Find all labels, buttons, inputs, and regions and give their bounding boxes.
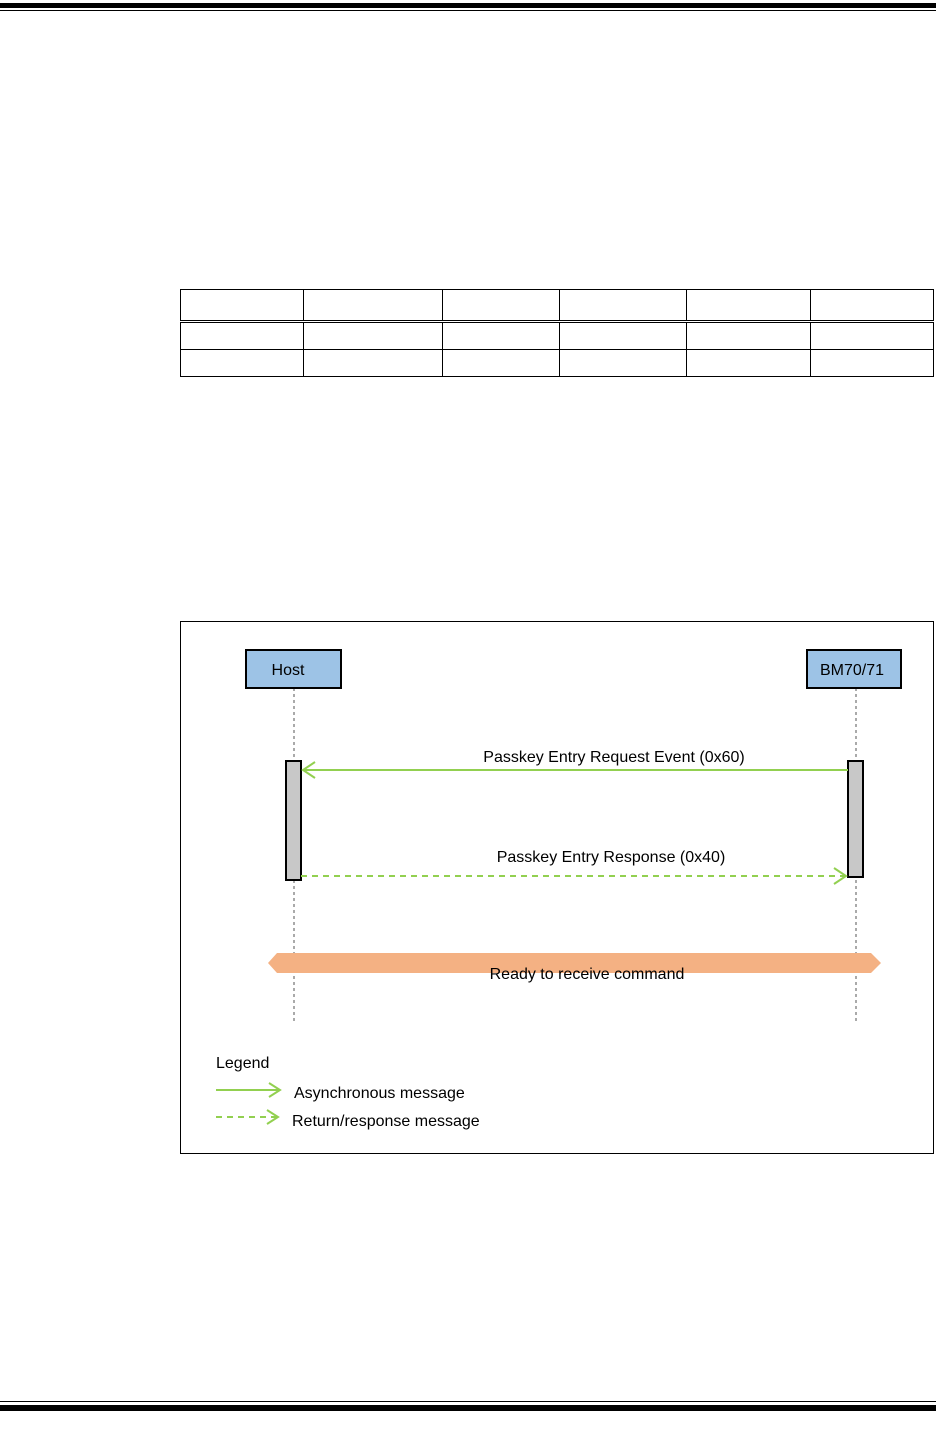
table-cell: [559, 321, 687, 350]
table-cell: [180, 289, 304, 323]
table-cell: [442, 321, 560, 350]
sequence-diagram-canvas: Host BM70/71 Passkey Entry Request Event…: [216, 649, 902, 1130]
legend-item-return: Return/response message: [216, 1109, 480, 1130]
arrow-head-icon: [266, 1109, 280, 1125]
table-cell: [686, 289, 811, 323]
table-cell: [180, 321, 304, 350]
participant-box: [806, 649, 902, 689]
table-cell: [810, 349, 934, 377]
table-cell: [686, 349, 811, 377]
table-cell: [559, 289, 687, 323]
participant-label: BM70/71: [820, 662, 884, 679]
table-cell: [303, 321, 443, 350]
arrow-head-icon: [833, 867, 848, 885]
participant-host: Host: [245, 649, 342, 689]
message-label: Passkey Entry Response (0x40): [497, 849, 726, 866]
table-cell: [442, 289, 560, 323]
footer-rule-thick: [0, 1405, 936, 1411]
table-row: [180, 349, 934, 377]
footer-rule-thin: [0, 1401, 936, 1402]
arrow-head-icon: [268, 1082, 282, 1098]
arrow-head-icon: [301, 761, 316, 779]
header-rule-thin: [0, 10, 936, 11]
state-banner: Ready to receive command: [268, 953, 881, 983]
bm70-activation-bar: [847, 760, 864, 878]
table-cell: [442, 349, 560, 377]
table-cell: [686, 321, 811, 350]
state-banner-shape: [268, 953, 881, 973]
message-label: Passkey Entry Request Event (0x60): [483, 749, 744, 766]
table-cell: [303, 349, 443, 377]
table-cell: [810, 289, 934, 323]
table-header-row: [180, 289, 934, 323]
table-cell: [559, 349, 687, 377]
participant-box: [245, 649, 342, 689]
state-banner-label: Ready to receive command: [490, 966, 685, 983]
header-rule-thick: [0, 3, 936, 8]
parameter-table: [180, 289, 934, 377]
table-cell: [180, 349, 304, 377]
legend-item-asynchronous: Asynchronous message: [216, 1082, 465, 1102]
participant-bm70-71: BM70/71: [806, 649, 902, 689]
legend-item-label: Return/response message: [292, 1113, 480, 1130]
host-activation-bar: [285, 760, 302, 881]
legend-title: Legend: [216, 1055, 269, 1072]
sequence-diagram: Host BM70/71 Passkey Entry Request Event…: [180, 621, 934, 1154]
participant-label: Host: [272, 662, 305, 679]
message-passkey-entry-request: Passkey Entry Request Event (0x60): [301, 749, 848, 779]
legend-item-label: Asynchronous message: [294, 1085, 465, 1102]
legend: Legend Asynchronous message Return/respo…: [216, 1055, 480, 1130]
table-cell: [303, 289, 443, 323]
message-passkey-entry-response: Passkey Entry Response (0x40): [301, 849, 848, 885]
table-cell: [810, 321, 934, 350]
table-row: [180, 321, 934, 350]
